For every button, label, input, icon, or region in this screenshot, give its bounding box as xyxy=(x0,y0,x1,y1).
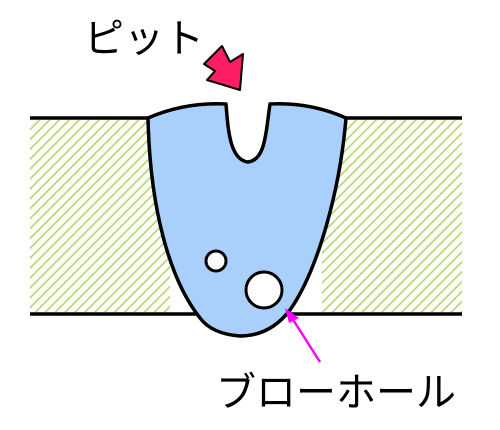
pit-label: ピット xyxy=(84,16,204,62)
blowhole-small xyxy=(204,249,228,273)
base-metal-left xyxy=(30,118,170,314)
blowhole-arrow-shaft xyxy=(290,317,322,363)
pit-arrow xyxy=(203,45,244,91)
blowhole-arrow-head xyxy=(285,308,299,323)
blowhole-label: ブローホール xyxy=(216,370,456,416)
blowhole-large xyxy=(244,270,284,310)
base-metal-right xyxy=(322,118,462,314)
weld-bead xyxy=(146,102,348,338)
